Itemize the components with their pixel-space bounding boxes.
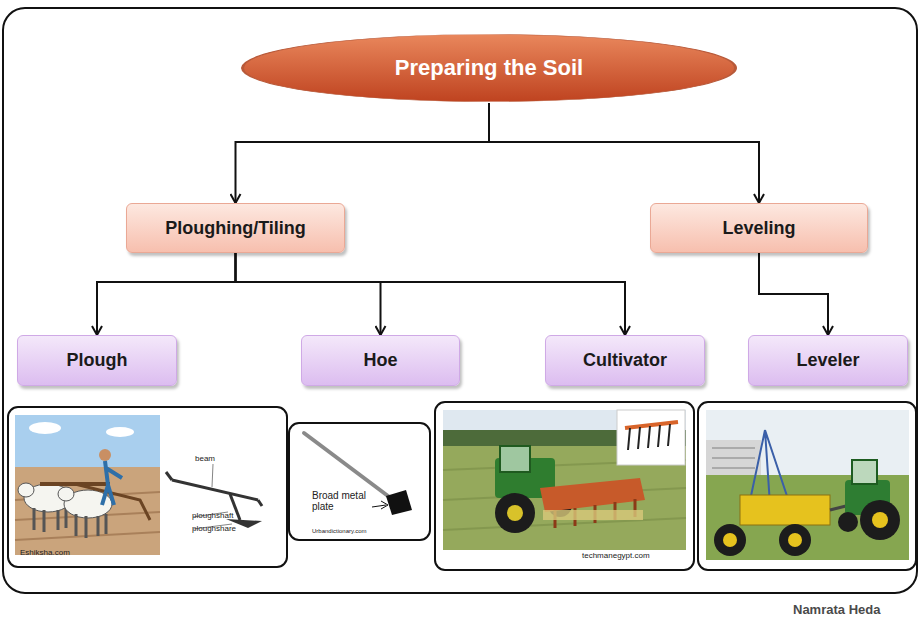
arrow-connector xyxy=(759,253,828,335)
tool-box: Cultivator xyxy=(545,335,705,386)
process-box: Ploughing/Tiling xyxy=(126,203,345,253)
node-label: Leveling xyxy=(722,218,795,239)
node-label: Ploughing/Tiling xyxy=(165,218,306,239)
node-label: Leveler xyxy=(796,350,859,371)
part-label: ploughshare xyxy=(192,525,236,534)
tool-box: Plough xyxy=(17,335,177,386)
author-credit: Namrata Heda xyxy=(793,603,880,617)
arrow-connector xyxy=(236,253,381,335)
part-label: Broad metal plate xyxy=(312,490,372,512)
tool-box: Leveler xyxy=(748,335,908,386)
part-label: ploughshaft xyxy=(192,512,233,521)
process-box: Leveling xyxy=(650,203,868,253)
node-label: Cultivator xyxy=(583,350,667,371)
node-label: Plough xyxy=(67,350,128,371)
arrow-connector xyxy=(489,103,759,203)
title-ellipse: Preparing the Soil xyxy=(240,33,738,103)
node-label: Preparing the Soil xyxy=(395,55,583,81)
source-watermark: Eshiksha.com xyxy=(20,549,70,558)
arrow-connector xyxy=(236,103,490,203)
part-label: beam xyxy=(195,455,215,464)
arrow-connector xyxy=(97,253,236,335)
source-watermark: techmanegypt.com xyxy=(582,552,650,561)
node-label: Hoe xyxy=(363,350,397,371)
source-watermark: Urbandictionary.com xyxy=(312,528,367,535)
tool-box: Hoe xyxy=(301,335,460,386)
arrow-connector xyxy=(236,253,626,335)
